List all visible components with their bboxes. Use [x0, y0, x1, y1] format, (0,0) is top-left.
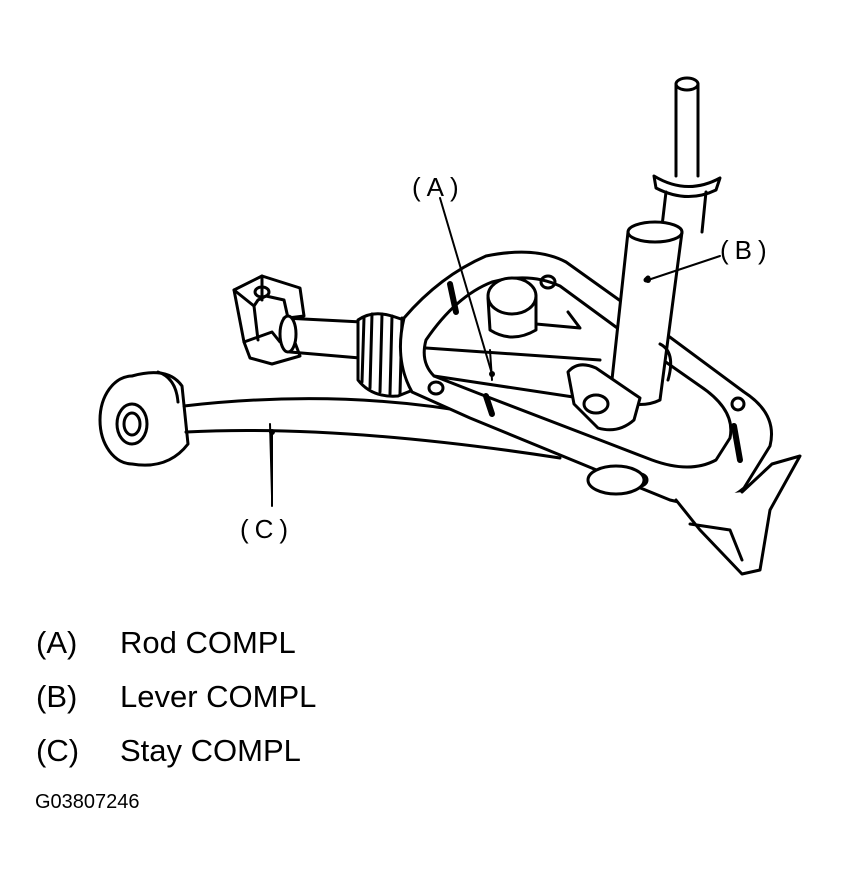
- legend-key: (C): [36, 733, 80, 768]
- legend-key: (A): [36, 625, 78, 660]
- stay-assembly: [98, 370, 562, 497]
- bottom-plate: [586, 454, 802, 576]
- legend-text: Rod COMPL: [120, 625, 296, 660]
- callout-a-label: (A): [412, 172, 465, 202]
- legend-row-b: (B) Lever COMPL: [36, 670, 316, 724]
- shift-lever-assembly-diagram: [98, 76, 802, 576]
- legend-row-c: (C) Stay COMPL: [36, 724, 316, 778]
- rod-shaft: [278, 314, 364, 360]
- figure-id: G03807246: [35, 791, 140, 813]
- legend: (A) Rod COMPL (B) Lever COMPL (C) Stay C…: [36, 616, 316, 778]
- legend-row-a: (A) Rod COMPL: [36, 616, 316, 670]
- callout-b-label: (B): [720, 235, 773, 265]
- callout-c-label: (C): [240, 514, 295, 544]
- leader-lines: [271, 197, 721, 507]
- legend-key: (B): [36, 679, 78, 714]
- legend-text: Stay COMPL: [120, 733, 301, 768]
- legend-text: Lever COMPL: [120, 679, 317, 714]
- rod-end-bracket: [232, 274, 306, 366]
